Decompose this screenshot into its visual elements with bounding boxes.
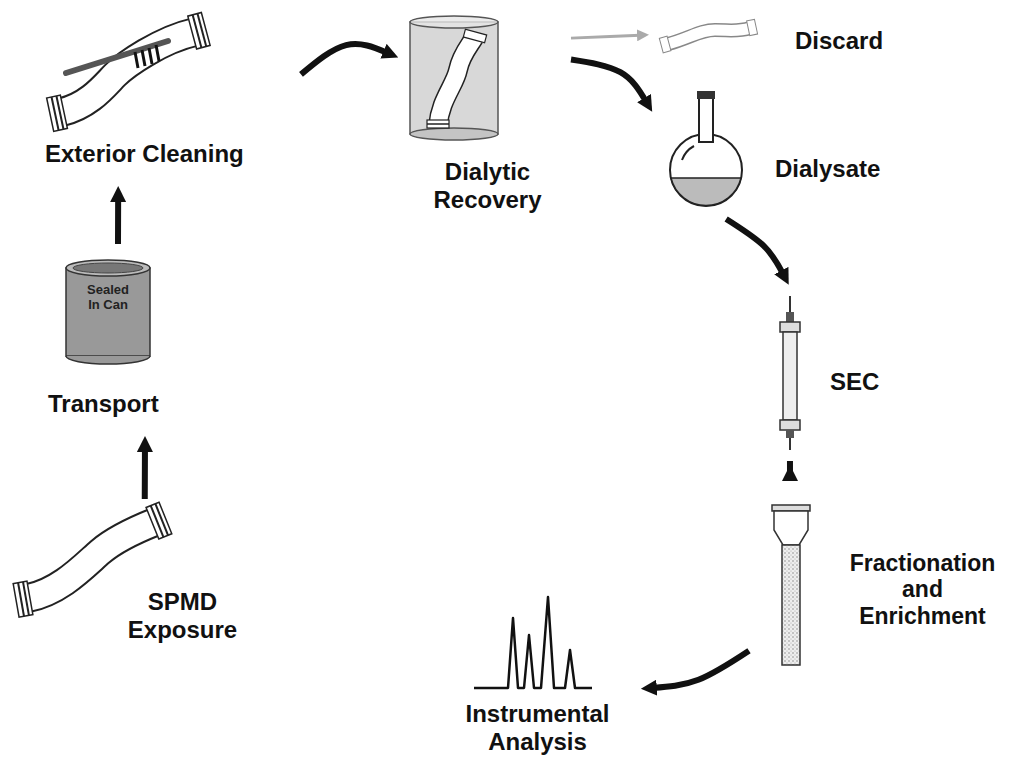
sec-column [780,296,800,450]
flow-arrow [571,35,640,38]
flow-arrow [115,198,121,244]
sealed-can [66,260,150,364]
step-label: SEC [830,368,879,396]
flow-arrow [787,461,793,477]
step-label: Exterior Cleaning [45,140,244,168]
step-node: Dialytic Recovery [405,10,565,235]
step-label: Transport [48,390,159,418]
round-bottom-flask [670,91,742,206]
fractionation-column [772,505,810,665]
dialysis-jar [410,16,498,140]
step-label: Instrumental Analysis [445,700,630,755]
step-node: Sealed In CanTransport [40,250,190,430]
discarded-tube [659,19,757,52]
step-label: SPMD Exposure [115,588,250,643]
step-node: Fractionation and Enrichment [755,495,1013,670]
flow-arrow [571,60,646,102]
step-node: SPMD Exposure [10,505,255,655]
step-node: Instrumental Analysis [440,585,635,763]
step-node: Discard [655,15,910,70]
step-label: Discard [795,27,883,55]
flow-arrow [726,219,783,274]
chromatogram [474,597,592,688]
flow-arrow [301,44,387,74]
step-node: SEC [765,290,900,455]
cleaning-tube-and-brush [47,13,210,132]
can-label: Sealed In Can [82,283,134,313]
flow-arrow [142,448,148,499]
step-node: Dialysate [660,88,905,213]
step-label: Fractionation and Enrichment [840,550,1005,629]
step-label: Dialysate [775,155,880,183]
flow-arrow [653,651,749,688]
step-label: Dialytic Recovery [420,158,555,213]
step-node: Exterior Cleaning [35,15,295,180]
